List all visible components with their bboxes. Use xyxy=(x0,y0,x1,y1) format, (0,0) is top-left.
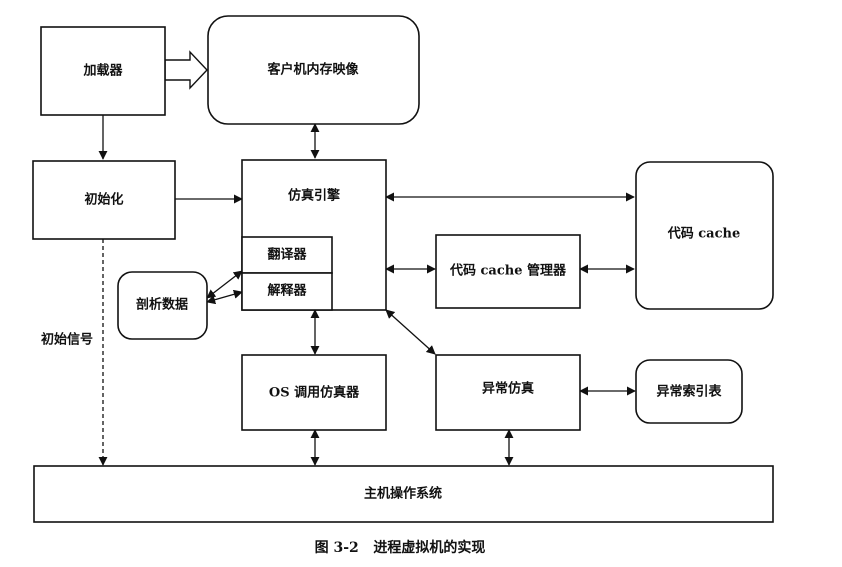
node-profile-label: 剖析数据 xyxy=(136,297,188,313)
node-translator-label: 翻译器 xyxy=(267,247,307,263)
node-os-emulator-label: OS 调用仿真器 xyxy=(269,385,360,401)
edges xyxy=(98,50,636,466)
node-client-image: 客户机内存映像 xyxy=(207,15,420,125)
node-loader-label: 加载器 xyxy=(82,63,123,79)
edge-label-init-signal: 初始信号 xyxy=(41,332,93,348)
node-os-emulator: OS 调用仿真器 xyxy=(241,354,387,431)
node-init-label: 初始化 xyxy=(84,192,123,208)
node-init: 初始化 xyxy=(32,160,176,240)
node-code-cache-label: 代码 cache xyxy=(667,226,741,242)
edge-loader-to-client-image xyxy=(164,50,208,90)
figure-caption: 图 3-2 进程虚拟机的实现 xyxy=(315,539,486,556)
node-interpreter: 解释器 xyxy=(241,272,333,311)
node-code-cache: 代码 cache xyxy=(635,161,774,310)
node-cache-manager: 代码 cache 管理器 xyxy=(435,234,581,309)
edge-engine-exception-emulation xyxy=(385,309,436,355)
node-interpreter-label: 解释器 xyxy=(266,283,307,299)
node-exception-emulation-label: 异常仿真 xyxy=(482,381,534,397)
node-host-os-label: 主机操作系统 xyxy=(364,486,442,502)
node-cache-manager-label: 代码 cache 管理器 xyxy=(449,263,567,279)
node-exception-table: 异常索引表 xyxy=(635,359,743,424)
edge-profile-interpreter xyxy=(206,289,243,305)
node-translator: 翻译器 xyxy=(241,236,333,274)
node-exception-table-label: 异常索引表 xyxy=(656,384,722,400)
node-engine-label: 仿真引擎 xyxy=(288,188,340,204)
node-exception-emulation: 异常仿真 xyxy=(435,354,581,431)
node-profile: 剖析数据 xyxy=(117,271,208,340)
node-client-image-label: 客户机内存映像 xyxy=(267,62,359,78)
node-host-os: 主机操作系统 xyxy=(33,465,774,523)
node-loader: 加载器 xyxy=(40,26,166,116)
